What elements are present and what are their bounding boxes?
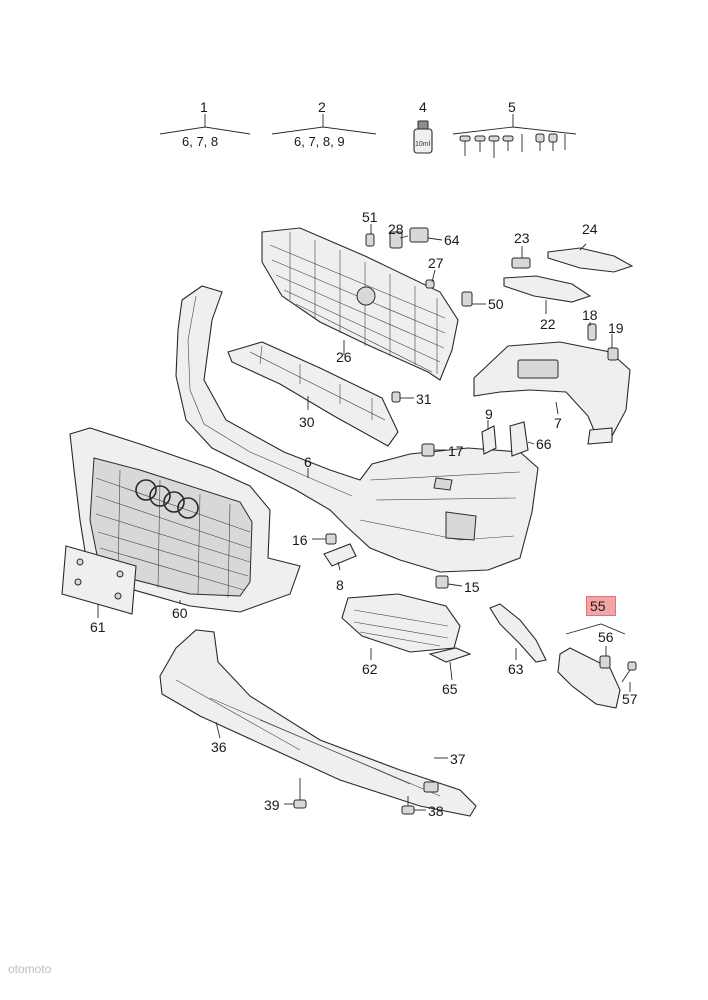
label-61: 61 [90,619,106,635]
label-63: 63 [508,661,524,677]
label-16: 16 [292,532,308,548]
label-5: 5 [508,99,516,115]
label-23: 23 [514,230,530,246]
label-9: 9 [485,406,493,422]
label-8: 8 [336,577,344,593]
brand-rings-icon [135,479,199,519]
label-22: 22 [540,316,556,332]
part-55 [557,647,637,709]
small-fasteners [323,227,619,589]
label-36: 36 [211,739,227,755]
label-65: 65 [442,681,458,697]
label-60: 60 [172,605,188,621]
group-2-components: 6, 7, 8, 9 [294,134,345,149]
trim-strip-24 [547,247,634,273]
bumper-cover-6 [175,285,539,573]
label-15: 15 [464,579,480,595]
label-4: 4 [419,99,427,115]
label-17: 17 [448,443,464,459]
group-bracket-5 [452,114,577,135]
label-24: 24 [582,221,598,237]
bottle-text: 10ml [415,141,431,148]
fastener-set-icon [459,133,566,158]
label-50: 50 [488,296,504,312]
watermark: otomoto [8,962,52,976]
label-26: 26 [336,349,352,365]
label-55: 55 [590,598,606,614]
label-31: 31 [416,391,432,407]
label-66: 66 [536,436,552,452]
side-bracket-7 [473,341,631,445]
group-1-components: 6, 7, 8 [182,134,219,149]
label-62: 62 [362,661,378,677]
bracket-63 [489,603,547,663]
label-18: 18 [582,307,598,323]
label-38: 38 [428,803,444,819]
label-19: 19 [608,320,624,336]
label-27: 27 [428,255,444,271]
label-1: 1 [200,99,208,115]
label-64: 64 [444,232,460,248]
trim-65 [428,647,472,663]
fog-grille-62 [341,593,461,653]
group-bracket-55 [565,623,626,635]
label-39: 39 [264,797,280,813]
label-51: 51 [362,209,378,225]
label-2: 2 [318,99,326,115]
carrier-bracket-30 [227,341,399,447]
screw-39 [293,778,307,809]
clip-23 [511,257,531,269]
group-bracket-2 [271,114,377,135]
undertray-36 [159,629,477,817]
label-56: 56 [598,629,614,645]
label-30: 30 [299,414,315,430]
leader-lines [97,224,631,811]
grille-carrier-26 [261,227,459,381]
bottle-icon [413,120,433,154]
label-7: 7 [554,415,562,431]
license-plate-holder-61 [61,545,137,615]
label-28: 28 [388,221,404,237]
highlight-55 [586,596,616,616]
label-6: 6 [304,454,312,470]
group-bracket-1 [159,114,251,135]
trim-strip-22 [503,275,592,303]
label-57: 57 [622,691,638,707]
label-37: 37 [450,751,466,767]
